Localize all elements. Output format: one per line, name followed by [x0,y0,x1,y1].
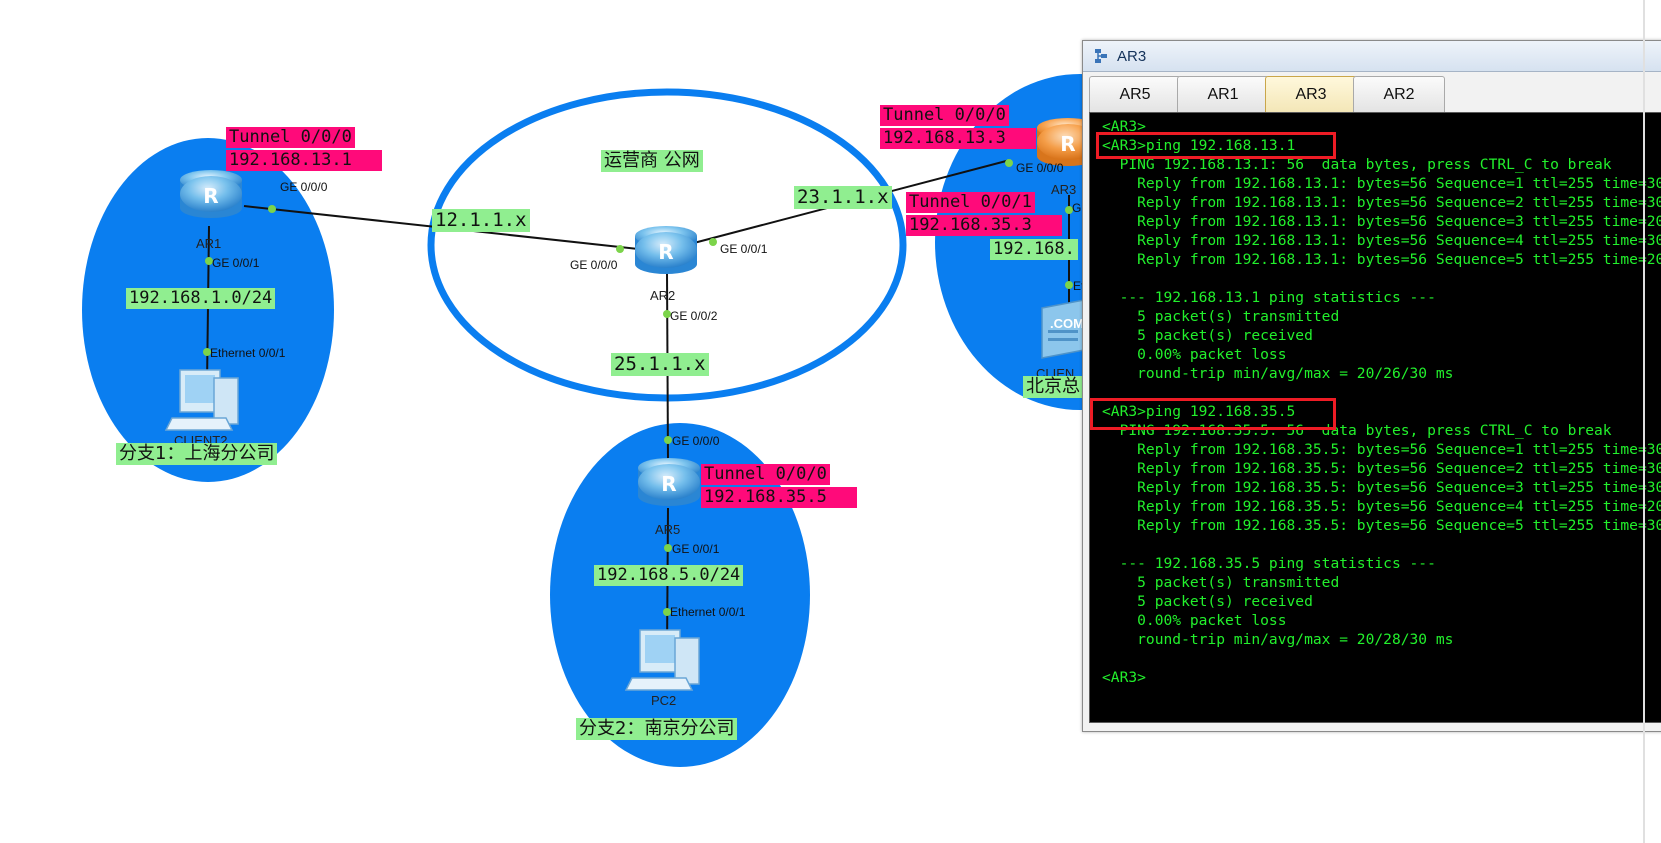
ping2-highlight-box [1090,398,1336,430]
hq-subnet-partial: 192.168. [990,239,1078,261]
tab-ar3[interactable]: AR3 [1265,76,1357,114]
terminal-line: 5 packet(s) transmitted [1102,308,1340,325]
ar3-port-partial: G [1072,201,1082,215]
terminal-line: Reply from 192.168.13.1: bytes=56 Sequen… [1102,213,1661,230]
router-ar1-icon[interactable]: R [180,170,242,218]
ar5-name: AR5 [655,522,681,537]
console-terminal[interactable]: <AR3> <AR3>ping 192.168.13.1 PING 192.16… [1089,112,1661,723]
terminal-line: 5 packet(s) received [1102,593,1313,610]
ar1-lan-port: GE 0/0/1 [212,256,260,270]
svg-text:R: R [1060,132,1075,156]
ar2-port2: GE 0/0/2 [670,309,718,323]
console-titlebar[interactable]: AR3 [1083,41,1661,72]
terminal-line: --- 192.168.13.1 ping statistics --- [1102,289,1436,306]
isp-label: 运营商 公网 [601,150,703,173]
console-window[interactable]: AR3 AR5 AR1 AR3 AR2 <AR3> <AR3>ping 192.… [1082,40,1661,732]
branch1-site-label: 分支1：上海分公司 [116,443,278,466]
terminal-line: Reply from 192.168.13.1: bytes=56 Sequen… [1102,232,1661,249]
ar5-tunnel-label: Tunnel 0/0/0 [701,464,830,486]
ar3-wan-port: GE 0/0/0 [1016,161,1064,175]
pc2-computer-icon[interactable] [624,629,700,691]
router-ar5-icon[interactable]: R [638,458,700,506]
hq-eth-partial: Et [1073,279,1085,293]
terminal-line: Reply from 192.168.13.1: bytes=56 Sequen… [1102,175,1661,192]
pc2-name: PC2 [651,693,677,708]
terminal-line: 0.00% packet loss [1102,346,1287,363]
router-ar2-icon[interactable]: R [635,226,697,274]
terminal-line: --- 192.168.35.5 ping statistics --- [1102,555,1436,572]
terminal-line: Reply from 192.168.35.5: bytes=56 Sequen… [1102,479,1661,496]
terminal-line: Reply from 192.168.35.5: bytes=56 Sequen… [1102,460,1661,477]
svg-text:R: R [661,472,676,496]
tab-ar2[interactable]: AR2 [1353,76,1445,113]
terminal-line: <AR3>ping 192.168.35.5 [1102,403,1296,420]
ar3-tunnel0-ip: 192.168.13.3 [880,128,1036,150]
tab-ar5[interactable]: AR5 [1089,76,1181,113]
terminal-line: 0.00% packet loss [1102,612,1287,629]
terminal-line: 5 packet(s) transmitted [1102,574,1340,591]
client2-port: Ethernet 0/0/1 [210,346,286,360]
hq-site-partial: 北京总 [1023,376,1083,399]
branch2-site-area [550,423,810,767]
branch1-subnet: 192.168.1.0/24 [126,288,276,310]
terminal-line: PING 192.168.35.5: 56 data bytes, press … [1102,422,1612,439]
svg-text:R: R [203,184,218,208]
terminal-line: Reply from 192.168.13.1: bytes=56 Sequen… [1102,251,1661,268]
console-title: AR3 [1117,48,1147,65]
terminal-line: round-trip min/avg/max = 20/28/30 ms [1102,631,1454,648]
ar3-tunnel1-label: Tunnel 0/0/1 [906,192,1035,214]
port-dots [203,159,1073,616]
svg-text:R: R [658,240,673,264]
client2-computer-icon[interactable] [164,369,239,431]
link2-label: 23.1.1.x [794,186,892,210]
ping1-highlight-box [1096,132,1336,159]
terminal-line: 5 packet(s) received [1102,327,1313,344]
terminal-line: Reply from 192.168.35.5: bytes=56 Sequen… [1102,517,1661,534]
branch2-subnet: 192.168.5.0/24 [594,565,744,587]
page-edge-divider [1643,0,1645,843]
console-app-icon [1095,49,1107,63]
terminal-line: <AR3>ping 192.168.13.1 [1102,137,1296,154]
pc2-port: Ethernet 0/0/1 [670,605,746,619]
ar2-port0: GE 0/0/0 [570,258,618,272]
terminal-line: Reply from 192.168.13.1: bytes=56 Sequen… [1102,194,1661,211]
terminal-line: Reply from 192.168.35.5: bytes=56 Sequen… [1102,441,1661,458]
terminal-line: <AR3> [1102,669,1146,686]
device-tabs: AR5 AR1 AR3 AR2 [1089,76,1661,114]
ar5-lan-port: GE 0/0/1 [672,542,720,556]
ar3-tunnel0-label: Tunnel 0/0/0 [880,105,1009,127]
ar3-tunnel1-ip: 192.168.35.3 [906,215,1062,237]
ar1-wan-port: GE 0/0/0 [280,180,328,194]
ar2-port1: GE 0/0/1 [720,242,768,256]
ar2-name: AR2 [650,288,676,303]
ar5-tunnel-ip: 192.168.35.5 [701,487,857,509]
terminal-line: PING 192.168.13.1: 56 data bytes, press … [1102,156,1612,173]
ar5-wan-port: GE 0/0/0 [672,434,720,448]
link1-label: 12.1.1.x [432,209,530,233]
ar1-name: AR1 [196,236,222,251]
link3-label: 25.1.1.x [611,353,709,377]
tab-ar1[interactable]: AR1 [1177,76,1269,113]
terminal-line: round-trip min/avg/max = 20/26/30 ms [1102,365,1454,382]
branch2-site-label: 分支2：南京分公司 [576,718,738,741]
terminal-line: <AR3> [1102,118,1146,135]
terminal-line: Reply from 192.168.35.5: bytes=56 Sequen… [1102,498,1661,515]
ar1-tunnel-label: Tunnel 0/0/0 [226,127,355,149]
ar3-name: AR3 [1051,182,1077,197]
ar1-tunnel-ip: 192.168.13.1 [226,150,382,172]
server-label: .COM [1050,316,1084,331]
